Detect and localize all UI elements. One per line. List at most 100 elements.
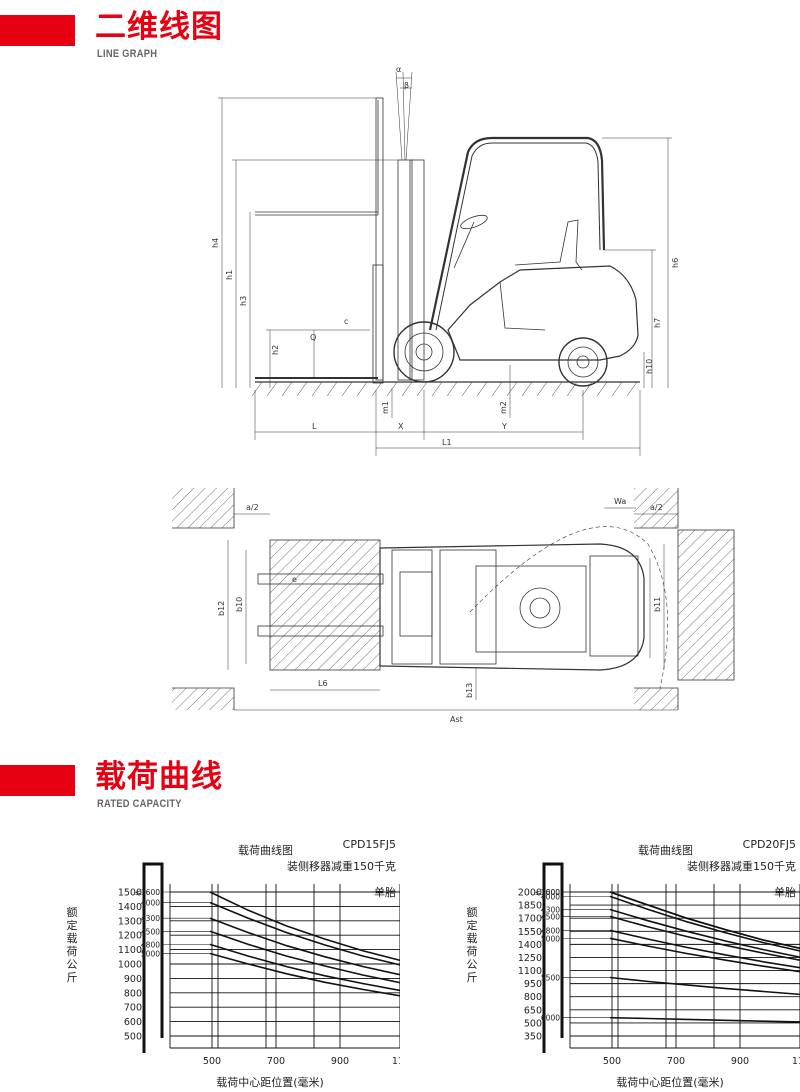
series-line-4000: [209, 901, 400, 966]
series-line-4000: [609, 895, 800, 952]
x-axis-label: 载荷中心距位置(毫米): [616, 1075, 724, 1089]
section-accent-bar: [0, 765, 75, 796]
chart-title: 载荷曲线图: [638, 843, 693, 857]
y-tick-label: 650: [524, 1005, 542, 1016]
x-tick-label: 1100: [792, 1056, 800, 1067]
series-line-3600: [209, 891, 400, 962]
y-tick-label: 800: [524, 992, 542, 1003]
x-tick-label: 1100: [392, 1056, 400, 1067]
series-line-4300: [209, 917, 400, 976]
series-label: 4300: [541, 905, 560, 914]
y-tick-label: 500: [124, 1032, 142, 1043]
y-tick-label: 1850: [518, 901, 542, 912]
y-axis-label: 载: [67, 932, 78, 945]
y-tick-label: 500: [524, 1018, 542, 1029]
section-subtitle-line-graph: LINE GRAPH: [97, 48, 158, 60]
series-label: 4800: [141, 940, 160, 949]
dim-Y-label: Y: [501, 422, 507, 431]
series-line-5000: [609, 937, 800, 973]
y-axis-label: 荷: [67, 945, 78, 958]
dim-L6-label: L6: [318, 679, 328, 688]
y-tick-label: 1300: [118, 916, 142, 927]
dim-L-label: L: [312, 422, 317, 431]
dim-h10-label: h10: [645, 359, 654, 374]
y-axis-label: 公: [67, 958, 78, 971]
y-tick-label: 1000: [118, 960, 142, 971]
y-tick-label: 1500: [118, 888, 142, 899]
x-tick-label: 500: [203, 1056, 221, 1067]
dim-m2-label: m2: [499, 401, 508, 414]
series-line-4500: [209, 930, 400, 984]
dim-h7-label: h7: [653, 318, 662, 328]
chart-model: CPD15FJ5: [343, 838, 396, 851]
x-tick-label: 700: [667, 1056, 685, 1067]
y-tick-label: 2000: [518, 888, 542, 899]
y-axis-label: 公: [467, 958, 478, 971]
dim-ast-label: Ast: [450, 715, 463, 724]
series-line-4800: [209, 943, 400, 992]
series-line-4800: [609, 929, 800, 969]
dim-h2-label: h2: [271, 345, 280, 355]
dim-b10-label: b10: [235, 597, 244, 612]
series-label: 4300: [141, 914, 160, 923]
y-axis-label: 额: [467, 906, 478, 919]
chart-model: CPD20FJ5: [743, 838, 796, 851]
series-line-4300: [609, 908, 800, 958]
y-tick-label: 1550: [518, 927, 542, 938]
series-label: 6000: [541, 1014, 560, 1023]
section-title-rated-capacity: 载荷曲线: [95, 759, 223, 795]
dim-b13-label: b13: [465, 683, 474, 698]
dim-q-label: Q: [310, 333, 316, 342]
x-axis-label: 载荷中心距位置(毫米): [216, 1075, 324, 1089]
series-line-3600: [609, 891, 800, 950]
dim-a2-left-label: a/2: [246, 503, 259, 512]
dim-L1-label: L1: [442, 438, 452, 447]
y-axis-label: 载: [467, 932, 478, 945]
forklift-side-view-drawing: α β h4 h1 h3 h2 Q c h6 h7 h10 m1 m2 L X …: [211, 65, 680, 456]
series-label: ≤3000: [535, 888, 561, 897]
series-label: ≤3600: [135, 888, 161, 897]
section-subtitle-rated-capacity: RATED CAPACITY: [97, 798, 182, 810]
chart-axis-frame: [542, 862, 564, 1053]
chart-note: 装侧移器减重150千克: [687, 859, 796, 873]
y-tick-label: 700: [124, 1003, 142, 1014]
dim-h6-label: h6: [671, 258, 680, 268]
y-tick-label: 600: [124, 1017, 142, 1028]
y-tick-label: 1400: [518, 940, 542, 951]
dim-wa-label: Wa: [614, 497, 626, 506]
y-tick-label: 1400: [118, 902, 142, 913]
series-line-5500: [609, 976, 800, 996]
section-title-line-graph: 二维线图: [95, 9, 223, 45]
chart-note: 装侧移器减重150千克: [287, 859, 396, 873]
y-axis-label: 定: [67, 918, 78, 932]
dim-alpha-label: α: [396, 65, 401, 74]
series-label: 4000: [541, 892, 560, 901]
series-label: 5500: [541, 974, 560, 983]
dim-e-label: e: [292, 575, 297, 584]
y-axis-label: 斤: [67, 971, 78, 984]
x-tick-label: 900: [331, 1056, 349, 1067]
y-axis-label: 定: [467, 918, 478, 932]
dim-b11-label: b11: [653, 597, 662, 612]
dim-h3-label: h3: [239, 296, 248, 306]
y-axis-label: 斤: [467, 971, 478, 984]
forklift-top-view-drawing: a/2 a/2 Wa b12 b10 e b11 b13 L6 Ast: [172, 488, 735, 724]
y-tick-label: 1250: [518, 953, 542, 964]
series-label: 4000: [141, 898, 160, 907]
y-axis-label: 额: [67, 906, 78, 919]
dim-beta-label: β: [404, 81, 409, 90]
series-line-5000: [209, 952, 400, 997]
dim-m1-label: m1: [381, 401, 390, 414]
dim-c-label: c: [344, 317, 348, 326]
y-tick-label: 950: [524, 979, 542, 990]
series-line-4500: [609, 915, 800, 961]
y-tick-label: 800: [124, 988, 142, 999]
series-label: 4500: [541, 912, 560, 921]
series-label: 4800: [541, 926, 560, 935]
dim-h4-label: h4: [211, 238, 220, 248]
series-label: 5000: [141, 950, 160, 959]
chart-tire-label: 单胎: [774, 885, 796, 899]
x-tick-label: 900: [731, 1056, 749, 1067]
